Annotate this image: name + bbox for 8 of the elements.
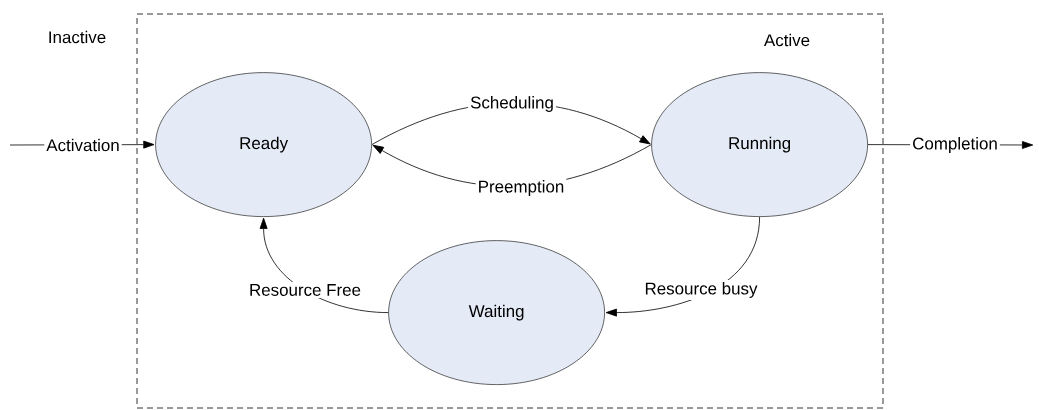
edge-label: Preemption	[475, 178, 567, 198]
edge-label: Activation	[44, 136, 122, 154]
edge-label: Scheduling	[468, 94, 556, 114]
edge-label: Resource busy	[642, 280, 760, 300]
arrow	[259, 217, 389, 313]
edge-label: Completion	[910, 135, 1000, 155]
region-label: Inactive	[49, 30, 106, 44]
edge-label: Resource Free	[247, 282, 363, 298]
